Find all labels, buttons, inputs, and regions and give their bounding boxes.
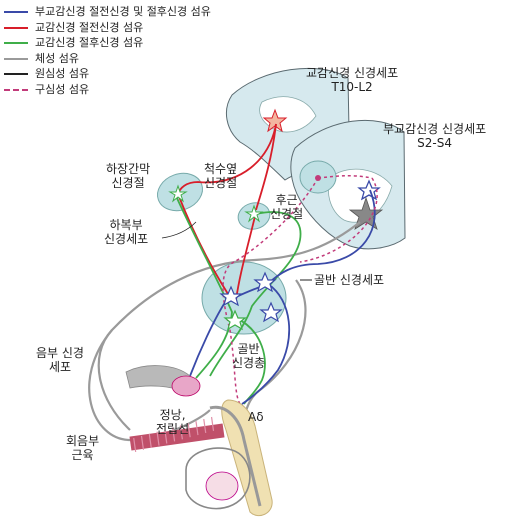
- label-line: 신경절: [204, 176, 237, 190]
- legend-swatch: [4, 73, 28, 75]
- legend-label: 체성 섬유: [35, 51, 79, 66]
- legend-swatch: [4, 27, 28, 29]
- legend-swatch: [4, 11, 28, 13]
- label-hypogastric-neuron: 하복부 신경세포: [104, 218, 148, 246]
- label-line: 하복부: [104, 218, 148, 232]
- label-line: 척수옆: [204, 162, 237, 176]
- legend-label: 교감신경 절전신경 섬유: [35, 20, 143, 35]
- label-posterior-root-ganglion: 후근 신경절: [270, 193, 303, 221]
- label-pelvic-neuron: 골반 신경세포: [314, 273, 384, 287]
- label-line: T10-L2: [306, 80, 398, 94]
- label-line: 신경절: [106, 176, 150, 190]
- label-paravertebral-ganglion: 척수옆 신경절: [204, 162, 237, 190]
- label-line: 회음부: [66, 434, 99, 448]
- label-line: 세포: [36, 360, 84, 374]
- label-line: 정낭,: [156, 408, 189, 422]
- label-line: 하장간막: [106, 162, 150, 176]
- label-perineal-muscle: 회음부 근육: [66, 434, 99, 462]
- label-line: 신경총: [232, 356, 265, 370]
- label-line: 골반: [232, 342, 265, 356]
- label-pudendal-nerve: 음부 신경 세포: [36, 346, 84, 374]
- legend-label: 교감신경 절후신경 섬유: [35, 35, 143, 50]
- legend-label: 부교감신경 절전신경 및 절후신경 섬유: [35, 4, 211, 19]
- seminal-vesicle-prostate: [172, 376, 200, 396]
- label-parasympathetic-neuron: 부교감신경 신경세포 S2-S4: [383, 122, 486, 150]
- label-seminal-vesicle-prostate: 정낭, 전립선: [156, 408, 189, 436]
- legend-swatch: [4, 42, 28, 44]
- label-line: 후근: [270, 193, 303, 207]
- label-line: 음부 신경: [36, 346, 84, 360]
- label-line: 신경절: [270, 207, 303, 221]
- label-sympathetic-neuron: 교감신경 신경세포 T10-L2: [306, 66, 398, 94]
- label-line: 골반 신경세포: [314, 273, 384, 287]
- legend-label: 원심성 섬유: [35, 66, 89, 81]
- label-line: 전립선: [156, 422, 189, 436]
- label-line: 교감신경 신경세포: [306, 66, 398, 80]
- legend-label: 구심성 섬유: [35, 82, 89, 97]
- label-line: 근육: [66, 448, 99, 462]
- label-line: 신경세포: [104, 232, 148, 246]
- label-line: 부교감신경 신경세포: [383, 122, 486, 136]
- legend-swatch: [4, 89, 28, 91]
- label-a-delta: Aδ: [248, 410, 264, 424]
- label-line: S2-S4: [383, 136, 486, 150]
- legend-swatch: [4, 58, 28, 60]
- label-pelvic-plexus: 골반 신경총: [232, 342, 265, 370]
- label-line: Aδ: [248, 410, 264, 424]
- testis: [206, 472, 238, 500]
- label-inferior-mesenteric-ganglion: 하장간막 신경절: [106, 162, 150, 190]
